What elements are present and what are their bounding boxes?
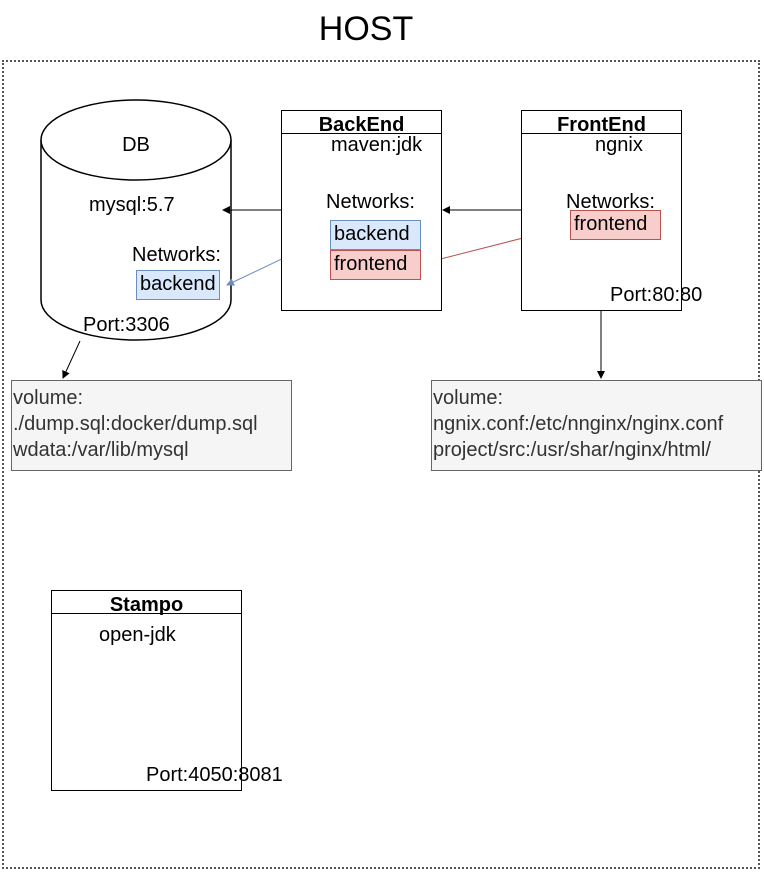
stampo-port: Port:4050:8081 (146, 764, 283, 786)
backend-network-frontend: frontend (330, 250, 421, 280)
db-volume-line: ./dump.sql:docker/dump.sql (13, 413, 258, 435)
db-title: DB (122, 134, 150, 156)
backend-networks-label: Networks: (326, 191, 415, 213)
frontend-volume-label: volume: (433, 387, 504, 409)
db-volume-line: wdata:/var/lib/mysql (13, 439, 189, 461)
db-network-backend: backend (136, 270, 220, 300)
backend-title: BackEnd (282, 111, 441, 136)
stampo-title: Stampo (52, 591, 241, 616)
db-port: Port:3306 (83, 314, 170, 336)
db-networks-label: Networks: (132, 244, 221, 266)
frontend-title: FrontEnd (522, 111, 681, 136)
frontend-image: ngnix (595, 134, 643, 156)
frontend-volume-line: project/src:/usr/shar/nginx/html/ (433, 439, 711, 461)
edge-db-to-volume (62, 340, 81, 379)
backend-network-backend: backend (330, 220, 421, 250)
stampo-container: Stampo (51, 590, 242, 791)
frontend-network-frontend: frontend (570, 210, 661, 240)
frontend-port: Port:80:80 (610, 284, 703, 306)
db-image: mysql:5.7 (89, 194, 175, 216)
frontend-networks-label: Networks: (566, 191, 655, 213)
stampo-image: open-jdk (99, 624, 176, 646)
frontend-volume-line: ngnix.conf:/etc/nnginx/nginx.conf (433, 413, 724, 435)
db-volume-box: volume: ./dump.sql:docker/dump.sql wdata… (11, 380, 292, 471)
frontend-volume-box: volume: ngnix.conf:/etc/nnginx/nginx.con… (431, 380, 762, 471)
db-volume-label: volume: (13, 387, 84, 409)
backend-image: maven:jdk (331, 134, 423, 156)
host-title: HOST (318, 10, 414, 48)
